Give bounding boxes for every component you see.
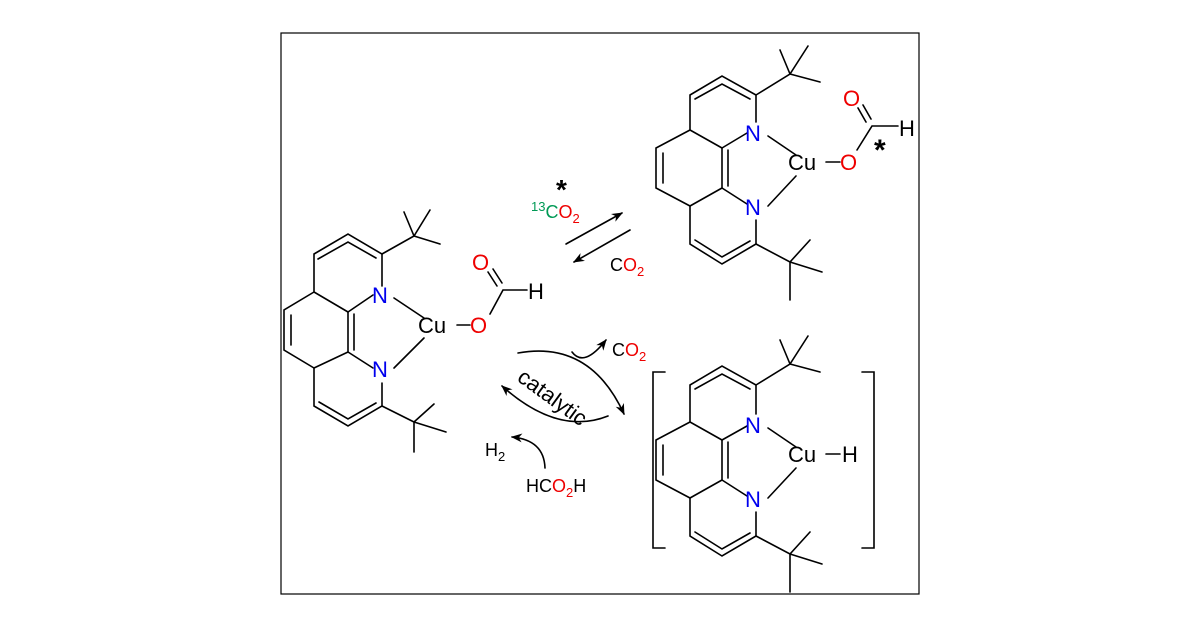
hydrogen-atom: H	[528, 279, 544, 304]
catalytic-cycle: catalytic CO2 H2 HCO2H	[485, 339, 646, 500]
isotope-star: *	[874, 134, 886, 167]
h2-release-label: H2	[485, 440, 505, 464]
formic-acid-label: HCO2H	[526, 476, 586, 500]
catalytic-label: catalytic	[513, 364, 592, 431]
oxygen-atom: O	[843, 86, 860, 111]
copper-atom: Cu	[418, 313, 446, 338]
oxygen-atom: O	[470, 313, 487, 338]
isotope-star: *	[556, 174, 567, 205]
copper-atom: Cu	[788, 150, 816, 175]
copper-atom: Cu	[788, 442, 816, 467]
reverse-co2-label: CO2	[610, 255, 644, 279]
oxygen-atom: O	[840, 150, 857, 175]
hydride-atom: H	[842, 442, 858, 467]
forward-co2-label: 13CO2	[531, 199, 580, 226]
hydrogen-atom: H	[899, 116, 915, 141]
nitrogen-atom: N	[745, 121, 761, 146]
isotope-exchange-equilibrium: * 13CO2 CO2	[531, 174, 644, 279]
nitrogen-atom: N	[745, 195, 761, 220]
left-copper-formate-complex: N N Cu O O H	[283, 209, 544, 453]
nitrogen-atom: N	[745, 413, 761, 438]
nitrogen-atom: N	[372, 357, 388, 382]
scheme-frame	[280, 32, 920, 595]
co2-release-label: CO2	[612, 340, 646, 364]
top-right-labeled-formate-complex: N N Cu O O H *	[655, 45, 915, 301]
oxygen-atom: O	[472, 250, 489, 275]
nitrogen-atom: N	[372, 283, 388, 308]
nitrogen-atom: N	[745, 487, 761, 512]
copper-hydride-intermediate: N N Cu H	[652, 335, 875, 593]
